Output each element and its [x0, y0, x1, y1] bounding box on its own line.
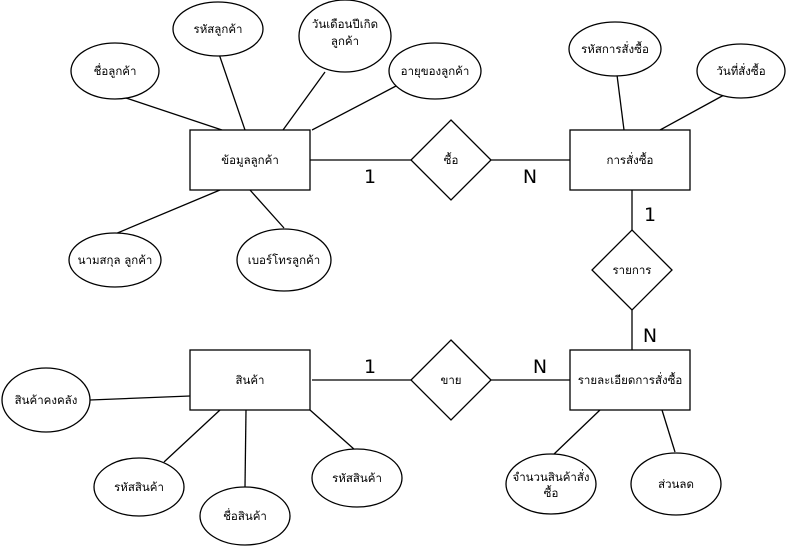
attr-customer-age[interactable]: อายุของลูกค้า	[388, 42, 482, 100]
attr-customer-age-label: อายุของลูกค้า	[401, 64, 470, 78]
entity-order-label: การสั่งซื้อ	[607, 152, 654, 167]
relationship-items-label: รายการ	[613, 263, 652, 277]
cardinality-buy-customer: 1	[364, 166, 376, 188]
relationship-sell-label: ขาย	[440, 373, 461, 387]
relationship-buy[interactable]: ซื้อ	[410, 119, 492, 201]
attr-order-date-label: วันที่สั่งซื้อ	[716, 63, 765, 78]
attr-stock[interactable]: สินค้าคงคลัง	[1, 367, 91, 433]
entity-customer-info[interactable]: ข้อมูลลูกค้า	[189, 129, 311, 191]
attr-birthdate-label-1: วันเดือนปีเกิด	[312, 17, 378, 31]
cardinality-sell-product: 1	[364, 356, 376, 378]
entity-order[interactable]: การสั่งซื้อ	[569, 129, 691, 191]
attr-order-qty-label-2: ซื้อ	[544, 485, 559, 500]
cardinality-sell-detail: N	[533, 356, 547, 378]
attr-discount[interactable]: ส่วนลด	[630, 452, 722, 516]
edge-customer-id	[218, 53, 246, 131]
relationship-sell[interactable]: ขาย	[410, 339, 492, 421]
relationship-buy-label: ซื้อ	[444, 152, 459, 167]
entity-order-detail[interactable]: รายละเอียดการสั่งซื้อ	[569, 349, 691, 411]
edge-order-date	[659, 94, 725, 131]
attr-product-name-label: ชื่อสินค้า	[223, 508, 267, 523]
edge-customer-age	[311, 85, 397, 131]
entity-order-detail-label: รายละเอียดการสั่งซื้อ	[578, 372, 683, 387]
edge-order-id	[616, 74, 625, 131]
attr-customer-phone-label: เบอร์โทรลูกค้า	[248, 253, 320, 267]
edge-stock	[89, 395, 191, 401]
attr-customer-id-label: รหัสลูกค้า	[194, 22, 243, 36]
attr-customer-phone[interactable]: เบอร์โทรลูกค้า	[236, 228, 332, 292]
cardinality-items-detail: N	[643, 325, 657, 347]
entity-customer-info-label: ข้อมูลลูกค้า	[221, 153, 279, 167]
edge-discount	[661, 409, 676, 453]
attr-order-id-label: รหัสการสั่งซื้อ	[581, 41, 649, 56]
edge-order-qty	[552, 409, 601, 456]
edge-product-id-2	[309, 409, 356, 451]
attr-customer-surname-label: นามสกุล ลูกค้า	[78, 253, 153, 267]
entity-product[interactable]: สินค้า	[189, 349, 311, 411]
edge-customer-name	[122, 96, 223, 131]
attr-product-id-1[interactable]: รหัสสินค้า	[93, 457, 185, 517]
attr-customer-name-label: ชื่อลูกค้า	[94, 63, 137, 78]
edge-product-name	[244, 409, 247, 488]
edge-customer-surname	[114, 189, 221, 235]
attr-stock-label: สินค้าคงคลัง	[15, 393, 78, 407]
connectors	[89, 53, 725, 488]
attr-customer-name[interactable]: ชื่อลูกค้า	[70, 42, 160, 100]
attr-order-qty-label-1: จำนวนสินค้าสั่ง	[512, 469, 589, 484]
edge-birthdate	[282, 71, 326, 131]
attr-product-id-1-label: รหัสสินค้า	[114, 480, 164, 494]
attr-product-name[interactable]: ชื่อสินค้า	[199, 486, 291, 546]
attr-birthdate[interactable]: วันเดือนปีเกิด ลูกค้า	[298, 0, 392, 73]
attr-order-qty[interactable]: จำนวนสินค้าสั่ง ซื้อ	[505, 453, 597, 515]
attr-order-id[interactable]: รหัสการสั่งซื้อ	[568, 21, 662, 77]
attr-birthdate-label-2: ลูกค้า	[331, 34, 359, 48]
attr-customer-surname[interactable]: นามสกุล ลูกค้า	[68, 232, 162, 288]
entity-product-label: สินค้า	[235, 373, 264, 387]
attr-order-date[interactable]: วันที่สั่งซื้อ	[696, 43, 786, 99]
attr-customer-id[interactable]: รหัสลูกค้า	[172, 1, 264, 57]
attr-product-id-2[interactable]: รหัสสินค้า	[311, 448, 403, 508]
cardinality-items-order: 1	[644, 204, 656, 226]
attr-discount-label: ส่วนลด	[658, 477, 694, 491]
attr-product-id-2-label: รหัสสินค้า	[332, 471, 382, 485]
edge-customer-phone	[249, 189, 285, 229]
edge-product-id-1	[163, 409, 221, 463]
cardinality-buy-order: N	[523, 166, 537, 188]
relationship-items[interactable]: รายการ	[591, 229, 673, 311]
